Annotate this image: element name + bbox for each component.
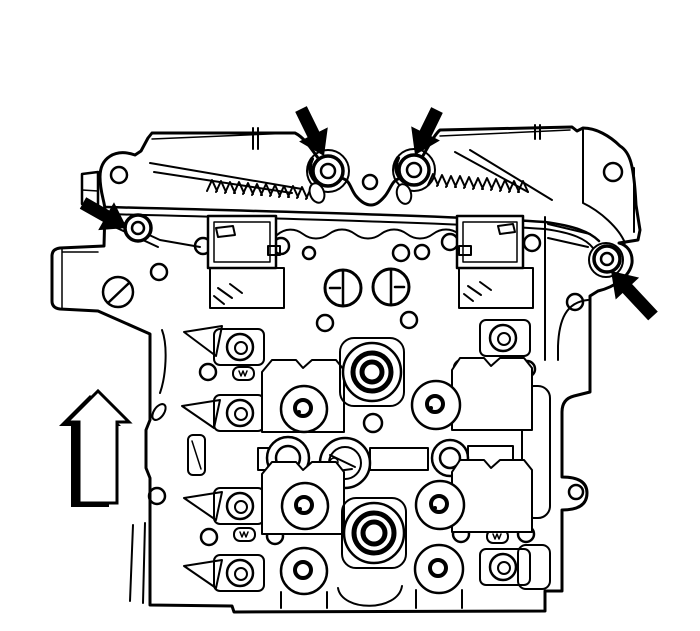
right-flange-panel-upper: [521, 385, 551, 519]
left-edge-slot: [187, 434, 206, 476]
left-bolt: [123, 213, 153, 243]
cam-tower-right: [455, 214, 534, 309]
lifter-column-left: [213, 328, 265, 592]
right-side-details: [517, 216, 624, 590]
valve-boss-row-middle: [261, 459, 533, 535]
left-side-details: [101, 213, 206, 604]
left-edge-sliver: [159, 329, 167, 394]
cam-tower-left: [206, 214, 285, 309]
right-bolt-boss: [588, 242, 624, 278]
left-bolt-inner-ring: [130, 220, 146, 236]
left-lobe-bolt-hole: [109, 165, 129, 185]
right-edge-bolt-hole-1: [565, 292, 585, 312]
valve-boss-row-upper: [261, 357, 533, 434]
right-edge-bolt-hole-2: [567, 483, 585, 501]
head-face-details: [181, 214, 542, 609]
up-direction-arrow-icon: [63, 388, 133, 505]
spark-plug-tube-2: [337, 497, 407, 607]
right-lobe-bolt-hole: [602, 161, 624, 183]
top-left-bolt-arrow-icon: [295, 106, 328, 156]
top-right-bolt-inner-ring: [405, 161, 423, 179]
cam-bolt-boss-left: [306, 149, 350, 193]
pennant-wedges: [181, 325, 223, 589]
cam-cover-band: [104, 124, 635, 249]
right-bolt-inner-ring: [599, 251, 615, 267]
bolt-arrows: [79, 106, 658, 321]
left-bolt-arrow-icon: [79, 197, 127, 231]
cam-bolt-tab-left: [308, 182, 326, 204]
top-left-bolt: [311, 154, 345, 188]
right-flange-panel-lower: [517, 544, 551, 590]
top-left-bolt-inner-ring: [319, 162, 337, 180]
top-right-bolt-arrow-icon: [411, 107, 443, 155]
spark-plug-tube-1: [339, 337, 405, 407]
valve-boss-row-bottom: [279, 543, 465, 609]
left-lobe-tab: [80, 170, 100, 208]
indicated-bolts: [123, 153, 622, 274]
left-edge-bolt-hole-2: [147, 486, 167, 506]
left-edge-oval: [151, 403, 167, 421]
oil-gallery-plugs: [323, 267, 411, 308]
cam-bolt-boss-right: [392, 148, 436, 192]
bottom-left-fins: [129, 522, 146, 604]
chain-teeth-hatching-right: [427, 173, 529, 193]
cover-seam-lines: [252, 124, 541, 150]
right-bolt-arrow-icon: [611, 271, 658, 321]
left-port-hole: [101, 275, 135, 309]
top-right-bolt: [397, 153, 431, 187]
cam-bolt-tab-right: [395, 183, 413, 205]
right-bolt: [592, 244, 622, 274]
bearing-cap-tongue-hole: [361, 173, 379, 191]
left-edge-bolt-hole-1: [149, 262, 169, 282]
right-lobe-fold: [582, 129, 635, 244]
direction-arrow: [59, 388, 133, 507]
chain-teeth-hatching-left: [206, 179, 317, 200]
